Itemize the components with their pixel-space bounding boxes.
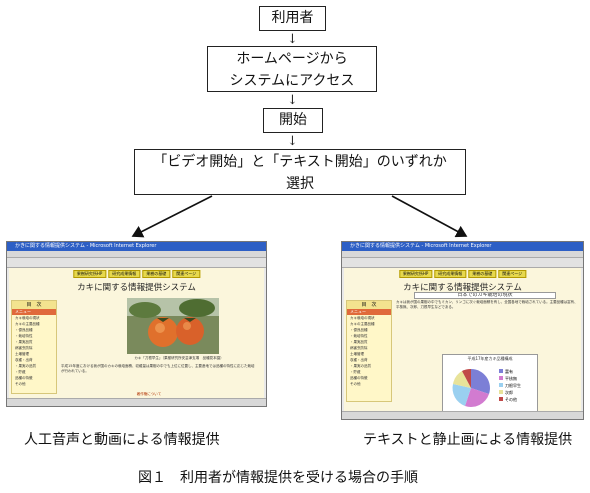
sidebar: 目 次 メニュー カキ栽培の現状 カキの主要品種 ・優良品種 ・栽培特性 ・果実… bbox=[11, 300, 57, 394]
legend-label: 平核無 bbox=[505, 375, 517, 381]
nav-button[interactable]: 果樹の基礎 bbox=[468, 270, 497, 278]
sidebar-item-menu[interactable]: メニュー bbox=[12, 309, 56, 315]
arrow-to-right-icon bbox=[391, 195, 468, 238]
nav-button[interactable]: 研究成果情報 bbox=[108, 270, 141, 278]
sidebar-item[interactable]: ・栽培特性 bbox=[350, 334, 368, 338]
pie-slice bbox=[465, 388, 489, 407]
pie-slice bbox=[471, 369, 490, 394]
sidebar-item[interactable]: カキ栽培の現状 bbox=[350, 316, 375, 320]
sidebar-item[interactable]: ・果実品質 bbox=[15, 340, 33, 344]
arrow-down-icon: ↓ bbox=[287, 93, 298, 108]
status-bar bbox=[7, 398, 266, 406]
arrow-down-icon: ↓ bbox=[287, 134, 298, 149]
sidebar-item[interactable]: 品種の特徴 bbox=[15, 376, 33, 380]
sidebar-item[interactable]: 病害虫防除 bbox=[350, 346, 368, 350]
sidebar-item[interactable]: ・優良品種 bbox=[15, 328, 33, 332]
text-system-screenshot: かきに関する情報提供システム - Microsoft Internet Expl… bbox=[341, 241, 584, 420]
homepage-access-line1: ホームページから bbox=[236, 51, 348, 67]
right-caption: テキストと静止画による情報提供 bbox=[363, 432, 573, 448]
video-system-screenshot: かきに関する情報提供システム - Microsoft Internet Expl… bbox=[6, 241, 267, 407]
sidebar-item[interactable]: ・優良品種 bbox=[350, 328, 368, 332]
sidebar-item-menu[interactable]: メニュー bbox=[347, 309, 391, 315]
pie-slice bbox=[453, 371, 471, 388]
choice-box: 「ビデオ開始」と「テキスト開始」のいずれか 選択 bbox=[134, 149, 466, 195]
sidebar-item[interactable]: 収穫・出荷 bbox=[15, 358, 33, 362]
sidebar-heading: 目 次 bbox=[347, 301, 391, 309]
nav-row: 果樹研究所HP 研究成果情報 果樹の基礎 関連ページ bbox=[72, 270, 201, 278]
page-title: カキに関する情報提供システム bbox=[77, 283, 196, 293]
nav-button[interactable]: 研究成果情報 bbox=[434, 270, 467, 278]
sidebar-item[interactable]: 土壌管理 bbox=[350, 352, 364, 356]
arrow-down-icon: ↓ bbox=[287, 32, 298, 47]
start-box: 開始 bbox=[263, 108, 323, 133]
persimmon-photo bbox=[127, 298, 219, 354]
page-title: カキに関する情報提供システム bbox=[403, 283, 522, 293]
photo-caption: カキ「刀根早生」（果樹研究所安芸津支場 品種見本園） bbox=[134, 356, 224, 360]
legend-label: 刀根早生 bbox=[505, 382, 521, 388]
start-label: 開始 bbox=[279, 112, 307, 128]
sidebar-item[interactable]: ・貯蔵 bbox=[350, 370, 361, 374]
window-title: かきに関する情報提供システム - Microsoft Internet Expl… bbox=[7, 242, 266, 251]
sidebar-item[interactable]: カキの主要品種 bbox=[350, 322, 375, 326]
sidebar-item[interactable]: ・貯蔵 bbox=[15, 370, 26, 374]
sidebar-item[interactable]: カキの主要品種 bbox=[15, 322, 40, 326]
nav-button[interactable]: 果樹研究所HP bbox=[398, 270, 433, 278]
body-text: カキは我が国の果樹の中でもミカン、リンゴに次ぐ栽培面積を有し、全国各地で栽培され… bbox=[396, 300, 578, 309]
sidebar-item[interactable]: ・果実の品質 bbox=[15, 364, 36, 368]
nav-button[interactable]: 関連ページ bbox=[498, 270, 527, 278]
pie-slice bbox=[462, 368, 471, 388]
nav-button[interactable]: 関連ページ bbox=[172, 270, 201, 278]
window-title: かきに関する情報提供システム - Microsoft Internet Expl… bbox=[342, 242, 583, 251]
nav-button[interactable]: 果樹の基礎 bbox=[142, 270, 171, 278]
sidebar-item[interactable]: 土壌管理 bbox=[15, 352, 29, 356]
chart-title: 平成17年産カキ品種構成 bbox=[467, 356, 513, 361]
left-caption: 人工音声と動画による情報提供 bbox=[24, 432, 220, 448]
legend-label: 次郎 bbox=[505, 389, 513, 395]
page-content: 果樹研究所HP 研究成果情報 果樹の基礎 関連ページ カキに関する情報提供システ… bbox=[9, 268, 264, 398]
legend-label: 富有 bbox=[505, 368, 513, 374]
sidebar: 目 次 メニュー カキ栽培の現状 カキの主要品種 ・優良品種 ・栽培特性 ・果実… bbox=[346, 300, 392, 402]
sidebar-item[interactable]: 病害虫防除 bbox=[15, 346, 33, 350]
user-label: 利用者 bbox=[271, 10, 314, 26]
nav-button[interactable]: 果樹研究所HP bbox=[72, 270, 107, 278]
sidebar-item[interactable]: ・果実品質 bbox=[350, 340, 368, 344]
sidebar-item[interactable]: 収穫・出荷 bbox=[350, 358, 368, 362]
sidebar-item[interactable]: 品種の特徴 bbox=[350, 376, 368, 380]
sidebar-item[interactable]: ・栽培特性 bbox=[15, 334, 33, 338]
sidebar-item[interactable]: その他 bbox=[15, 382, 26, 386]
arrow-to-left-icon bbox=[131, 195, 213, 238]
chart-panel: 平成17年産カキ品種構成 富有 平核無 刀根早生 次郎 その他 bbox=[442, 354, 538, 412]
nav-row: 果樹研究所HP 研究成果情報 果樹の基礎 関連ページ bbox=[398, 270, 527, 278]
choice-line1: 「ビデオ開始」と「テキスト開始」のいずれか bbox=[153, 154, 447, 170]
menu-bar bbox=[342, 251, 583, 258]
copyright-link[interactable]: 著作権について bbox=[136, 392, 162, 396]
sidebar-item[interactable]: ・果実の品質 bbox=[350, 364, 371, 368]
toolbar bbox=[7, 258, 266, 268]
page-content: 果樹研究所HP 研究成果情報 果樹の基礎 関連ページ カキに関する情報提供システ… bbox=[344, 268, 581, 412]
user-box: 利用者 bbox=[259, 6, 326, 31]
figure-caption: 図１ 利用者が情報提供を受ける場合の手順 bbox=[138, 470, 418, 486]
sidebar-item[interactable]: その他 bbox=[350, 382, 361, 386]
choice-line2: 選択 bbox=[286, 176, 314, 192]
homepage-access-line2: システムにアクセス bbox=[229, 73, 355, 89]
legend-label: その他 bbox=[505, 396, 517, 402]
toolbar bbox=[342, 258, 583, 268]
sidebar-heading: 目 次 bbox=[12, 301, 56, 309]
pie-chart: 富有 平核無 刀根早生 次郎 その他 bbox=[452, 368, 521, 407]
sidebar-item[interactable]: カキ栽培の現状 bbox=[15, 316, 40, 320]
menu-bar bbox=[7, 251, 266, 258]
pie-slice bbox=[452, 384, 471, 406]
section-title: 日本でのカキ栽培の現状 bbox=[414, 292, 556, 299]
status-bar bbox=[342, 411, 583, 419]
body-text: 平成15年度における我が国のカキの栽培面積、収穫量は果樹の中でも上位に位置し、主… bbox=[61, 364, 255, 373]
homepage-access-box: ホームページから システムにアクセス bbox=[207, 46, 377, 92]
